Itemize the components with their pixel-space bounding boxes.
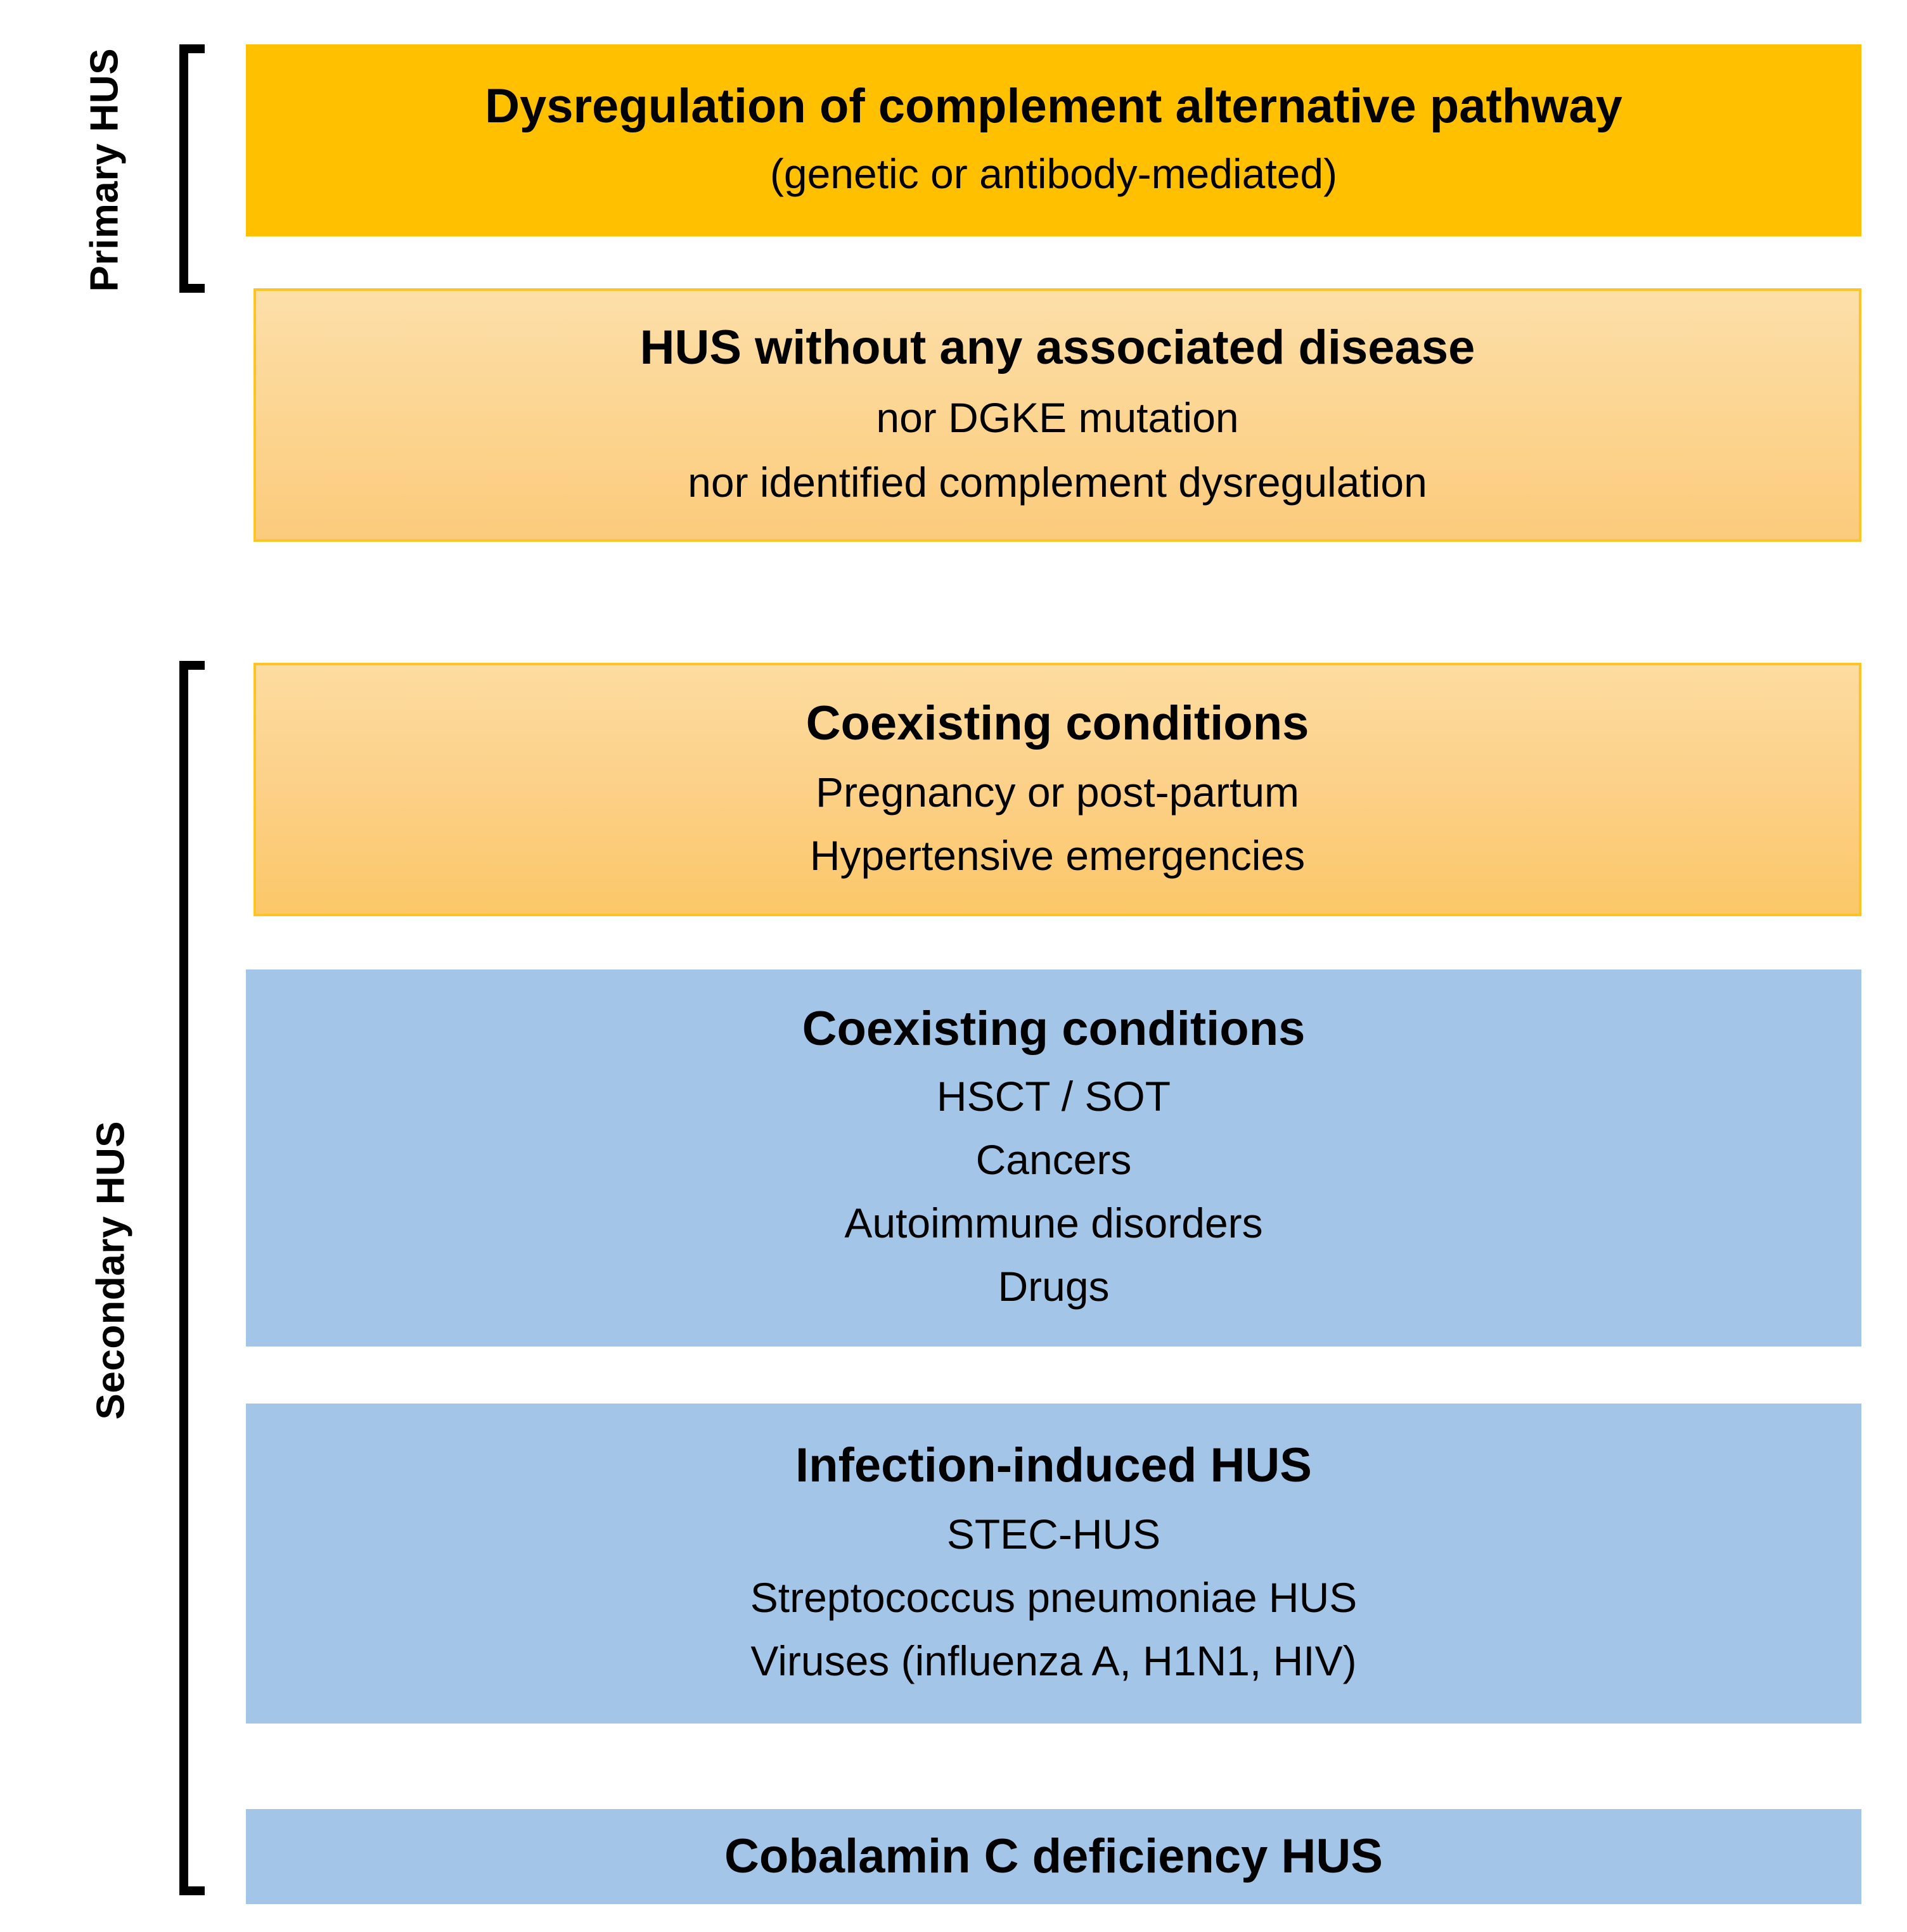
box-coexisting-conditions-blue-line-2: Autoimmune disorders xyxy=(844,1200,1263,1247)
box-infection-induced-hus: Infection-induced HUS STEC-HUS Streptoco… xyxy=(246,1404,1861,1724)
box-hus-without-disease: HUS without any associated disease nor D… xyxy=(254,288,1861,542)
box-coexisting-conditions-blue-line-1: Cancers xyxy=(975,1136,1132,1184)
box-coexisting-conditions-blue-line-3: Drugs xyxy=(998,1262,1110,1310)
box-coexisting-conditions-orange-title: Coexisting conditions xyxy=(806,696,1309,750)
box-cobalamin-c-deficiency-hus-title: Cobalamin C deficiency HUS xyxy=(724,1829,1383,1884)
primary-hus-bracket xyxy=(179,44,205,293)
box-hus-without-disease-title: HUS without any associated disease xyxy=(639,320,1475,374)
box-coexisting-conditions-blue-title: Coexisting conditions xyxy=(802,1002,1306,1056)
box-coexisting-conditions-orange: Coexisting conditions Pregnancy or post-… xyxy=(254,663,1861,916)
box-infection-induced-hus-title: Infection-induced HUS xyxy=(795,1438,1312,1493)
box-dysregulation: Dysregulation of complement alternative … xyxy=(246,44,1861,236)
secondary-hus-bracket xyxy=(179,661,205,1895)
box-infection-induced-hus-line-0: STEC-HUS xyxy=(946,1511,1161,1558)
box-hus-without-disease-line-0: nor DGKE mutation xyxy=(876,393,1239,441)
box-infection-induced-hus-line-1: Streptococcus pneumoniae HUS xyxy=(750,1574,1358,1622)
secondary-hus-label: Secondary HUS xyxy=(89,1120,133,1420)
primary-hus-label: Primary HUS xyxy=(82,48,127,292)
box-infection-induced-hus-line-2: Viruses (influenza A, H1N1, HIV) xyxy=(750,1637,1357,1684)
box-dysregulation-title: Dysregulation of complement alternative … xyxy=(485,79,1622,134)
box-coexisting-conditions-orange-line-1: Hypertensive emergencies xyxy=(809,831,1306,879)
box-coexisting-conditions-blue-line-0: HSCT / SOT xyxy=(936,1073,1171,1120)
box-coexisting-conditions-blue: Coexisting conditions HSCT / SOT Cancers… xyxy=(246,969,1861,1347)
box-hus-without-disease-line-1: nor identified complement dysregulation xyxy=(688,458,1427,506)
box-dysregulation-line-0: (genetic or antibody-mediated) xyxy=(769,150,1338,198)
box-coexisting-conditions-orange-line-0: Pregnancy or post-partum xyxy=(815,768,1300,816)
box-cobalamin-c-deficiency-hus: Cobalamin C deficiency HUS xyxy=(246,1809,1861,1904)
